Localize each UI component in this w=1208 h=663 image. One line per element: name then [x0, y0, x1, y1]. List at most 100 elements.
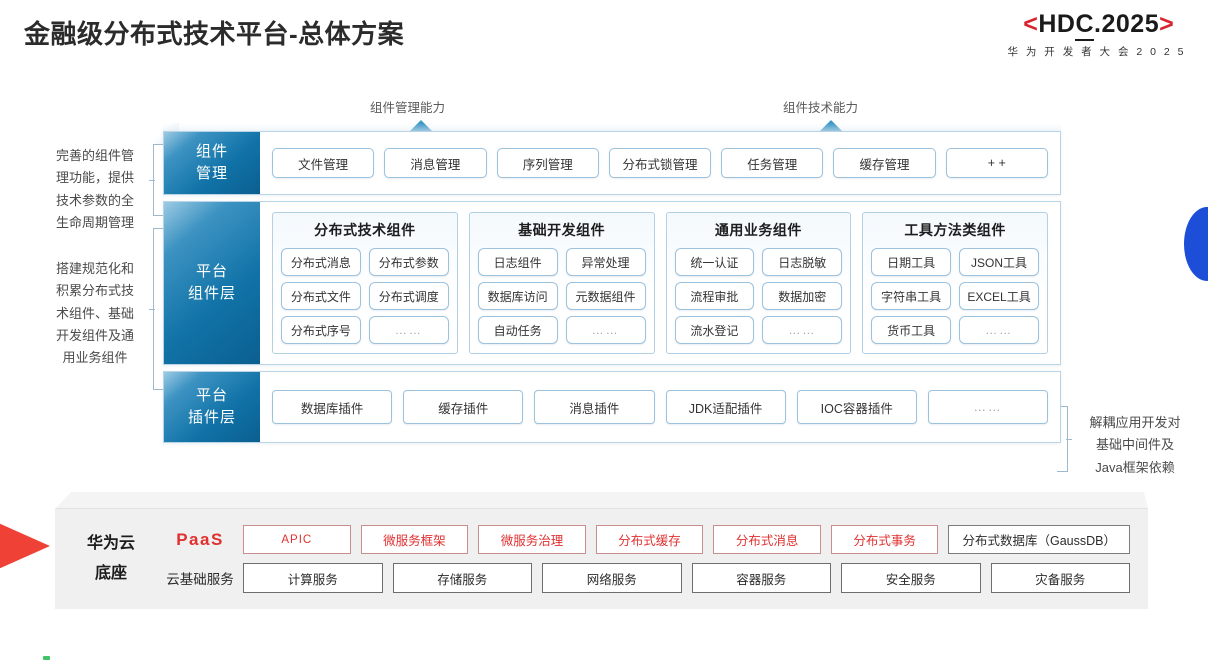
- angle-bracket-left-icon: <: [1023, 10, 1039, 38]
- paas-item-apic[interactable]: APIC: [243, 525, 351, 554]
- base-row-paas: PaaS APIC 微服务框架 微服务治理 分布式缓存 分布式消息 分布式事务 …: [157, 525, 1130, 554]
- hdc-logo-text-a: HD: [1038, 10, 1076, 38]
- huawei-cloud-base: 华为云 底座 PaaS APIC 微服务框架 微服务治理 分布式缓存 分布式消息…: [55, 492, 1148, 609]
- chip-more-dots[interactable]: ……: [368, 316, 449, 344]
- red-wedge-decoration: [0, 506, 50, 586]
- chip-transaction-record[interactable]: 流水登记: [674, 316, 755, 344]
- chip-string-tool[interactable]: 字符串工具: [871, 282, 952, 310]
- base-top-bevel: [55, 492, 1148, 509]
- base-title: 华为云 底座: [65, 529, 157, 588]
- layer-platform-components: 平台 组件层 分布式技术组件 分布式消息 分布式参数 分布式文件 分布式调度 分…: [163, 201, 1061, 365]
- chip-more-dots[interactable]: ……: [762, 316, 843, 344]
- chip-distributed-message[interactable]: 分布式消息: [281, 248, 361, 276]
- layer-component-management: 组件 管理 文件管理 消息管理 序列管理 分布式锁管理 任务管理 缓存管理 + …: [163, 131, 1061, 195]
- hdc-logo-subtitle: 华 为 开 发 者 大 会 2 0 2 5: [1007, 46, 1186, 58]
- group-title: 分布式技术组件: [314, 222, 416, 238]
- side-caption-platform-components: 搭建规范化和 积累分布式技 术组件、基础 开发组件及通 用业务组件: [55, 261, 134, 366]
- paas-item-microservice-framework[interactable]: 微服务框架: [360, 525, 469, 554]
- layer-label-platform-plugins: 平台 插件层: [164, 372, 260, 442]
- layer-label-line2: 管理: [195, 165, 228, 182]
- basic-item-network-service[interactable]: 网络服务: [542, 563, 682, 593]
- chip-database-access[interactable]: 数据库访问: [477, 282, 558, 310]
- bracket-marker-platform: [149, 228, 164, 390]
- chip-excel-tool[interactable]: EXCEL工具: [959, 282, 1039, 310]
- basic-item-compute-service[interactable]: 计算服务: [243, 563, 383, 593]
- blue-arc-decoration: [1184, 207, 1208, 281]
- chip-cache-management[interactable]: 缓存管理: [833, 148, 936, 178]
- layer-label-platform-components: 平台 组件层: [164, 202, 260, 364]
- basic-item-disaster-recovery-service[interactable]: 灾备服务: [990, 563, 1130, 593]
- hdc-logo: <HDC.2025> 华 为 开 发 者 大 会 2 0 2 5: [1007, 10, 1190, 59]
- side-caption-component-management: 完善的组件管 理功能，提供 技术参数的全 生命周期管理: [55, 148, 134, 231]
- layer-body-platform-plugins: 数据库插件 缓存插件 消息插件 JDK适配插件 IOC容器插件 ……: [260, 372, 1060, 442]
- chip-file-management[interactable]: 文件管理: [272, 148, 375, 178]
- chip-ioc-container-plugin[interactable]: IOC容器插件: [796, 390, 917, 424]
- chip-distributed-parameter[interactable]: 分布式参数: [368, 248, 449, 276]
- chip-exception-handling[interactable]: 异常处理: [565, 248, 646, 276]
- paas-item-distributed-database-gaussdb[interactable]: 分布式数据库（GaussDB）: [948, 525, 1130, 554]
- layer-body-component-management: 文件管理 消息管理 序列管理 分布式锁管理 任务管理 缓存管理 + +: [260, 132, 1060, 194]
- base-body: 华为云 底座 PaaS APIC 微服务框架 微服务治理 分布式缓存 分布式消息…: [55, 509, 1148, 609]
- paas-tag: PaaS: [176, 529, 224, 549]
- hdc-logo-text-c: C: [1075, 10, 1095, 41]
- chip-database-plugin[interactable]: 数据库插件: [272, 390, 393, 424]
- chip-log-masking[interactable]: 日志脱敏: [762, 248, 843, 276]
- hdc-logo-main: <HDC.2025>: [1007, 10, 1190, 41]
- chip-log-component[interactable]: 日志组件: [477, 248, 558, 276]
- paas-item-distributed-message[interactable]: 分布式消息: [713, 525, 821, 554]
- layer-label-component-management: 组件 管理: [164, 132, 260, 194]
- chip-more-dots[interactable]: ……: [959, 316, 1039, 344]
- layer-label-line2: 组件层: [187, 285, 236, 302]
- chip-process-approval[interactable]: 流程审批: [674, 282, 755, 310]
- group-title: 工具方法类组件: [904, 222, 1006, 238]
- chip-distributed-lock-management[interactable]: 分布式锁管理: [608, 148, 712, 178]
- group-title: 基础开发组件: [518, 222, 606, 238]
- chip-message-plugin[interactable]: 消息插件: [534, 390, 655, 424]
- chip-date-tool[interactable]: 日期工具: [871, 248, 952, 276]
- layer-platform-plugins: 平台 插件层 数据库插件 缓存插件 消息插件 JDK适配插件 IOC容器插件 ……: [163, 371, 1061, 443]
- basic-services-tag: 云基础服务: [166, 572, 234, 587]
- chip-currency-tool[interactable]: 货币工具: [871, 316, 952, 344]
- paas-item-distributed-cache[interactable]: 分布式缓存: [595, 525, 704, 554]
- chip-jdk-adapter-plugin[interactable]: JDK适配插件: [665, 390, 786, 424]
- chip-more-dots[interactable]: ……: [565, 316, 646, 344]
- chip-distributed-schedule[interactable]: 分布式调度: [368, 282, 449, 310]
- base-title-line1: 华为云: [86, 535, 135, 553]
- chip-add-more[interactable]: + +: [945, 148, 1048, 178]
- chip-auto-task[interactable]: 自动任务: [477, 316, 558, 344]
- basic-item-container-service[interactable]: 容器服务: [691, 563, 831, 593]
- arrow-caption-component-management: 组件管理能力: [370, 101, 446, 115]
- group-grid: 日期工具 JSON工具 字符串工具 EXCEL工具 货币工具 ……: [871, 248, 1039, 344]
- green-marker-decoration: [43, 656, 50, 660]
- base-rows: PaaS APIC 微服务框架 微服务治理 分布式缓存 分布式消息 分布式事务 …: [157, 525, 1148, 593]
- base-row-basic-services: 云基础服务 计算服务 存储服务 网络服务 容器服务 安全服务 灾备服务: [157, 563, 1130, 593]
- group-grid: 日志组件 异常处理 数据库访问 元数据组件 自动任务 ……: [477, 248, 646, 344]
- layer-label-line1: 组件: [195, 142, 228, 160]
- group-basic-dev-components: 基础开发组件 日志组件 异常处理 数据库访问 元数据组件 自动任务 ……: [468, 212, 655, 354]
- basic-item-security-service[interactable]: 安全服务: [841, 563, 981, 593]
- chip-distributed-file[interactable]: 分布式文件: [281, 282, 361, 310]
- basic-item-storage-service[interactable]: 存储服务: [392, 563, 532, 593]
- chip-json-tool[interactable]: JSON工具: [959, 248, 1039, 276]
- architecture-stack: 组件 管理 文件管理 消息管理 序列管理 分布式锁管理 任务管理 缓存管理 + …: [163, 131, 1061, 449]
- basic-service-items: 计算服务 存储服务 网络服务 容器服务 安全服务 灾备服务: [243, 563, 1130, 593]
- page-title: 金融级分布式技术平台-总体方案: [24, 19, 405, 49]
- paas-item-microservice-governance[interactable]: 微服务治理: [478, 525, 586, 554]
- chip-unified-auth[interactable]: 统一认证: [674, 248, 755, 276]
- layer-label-line1: 平台: [195, 386, 228, 404]
- chip-data-encryption[interactable]: 数据加密: [762, 282, 843, 310]
- chip-message-management[interactable]: 消息管理: [384, 148, 487, 178]
- paas-item-distributed-transaction[interactable]: 分布式事务: [830, 525, 939, 554]
- chip-distributed-sequence[interactable]: 分布式序号: [281, 316, 361, 344]
- chip-sequence-management[interactable]: 序列管理: [496, 148, 599, 178]
- angle-bracket-right-icon: >: [1159, 10, 1175, 38]
- chip-metadata-component[interactable]: 元数据组件: [565, 282, 646, 310]
- arrow-caption-component-technology: 组件技术能力: [783, 101, 859, 115]
- group-distributed-tech-components: 分布式技术组件 分布式消息 分布式参数 分布式文件 分布式调度 分布式序号 ……: [272, 212, 458, 354]
- hdc-logo-text-b: .2025: [1094, 10, 1160, 38]
- chip-task-management[interactable]: 任务管理: [721, 148, 824, 178]
- group-grid: 统一认证 日志脱敏 流程审批 数据加密 流水登记 ……: [674, 248, 843, 344]
- chip-cache-plugin[interactable]: 缓存插件: [403, 390, 524, 424]
- chip-more-dots[interactable]: ……: [927, 390, 1049, 424]
